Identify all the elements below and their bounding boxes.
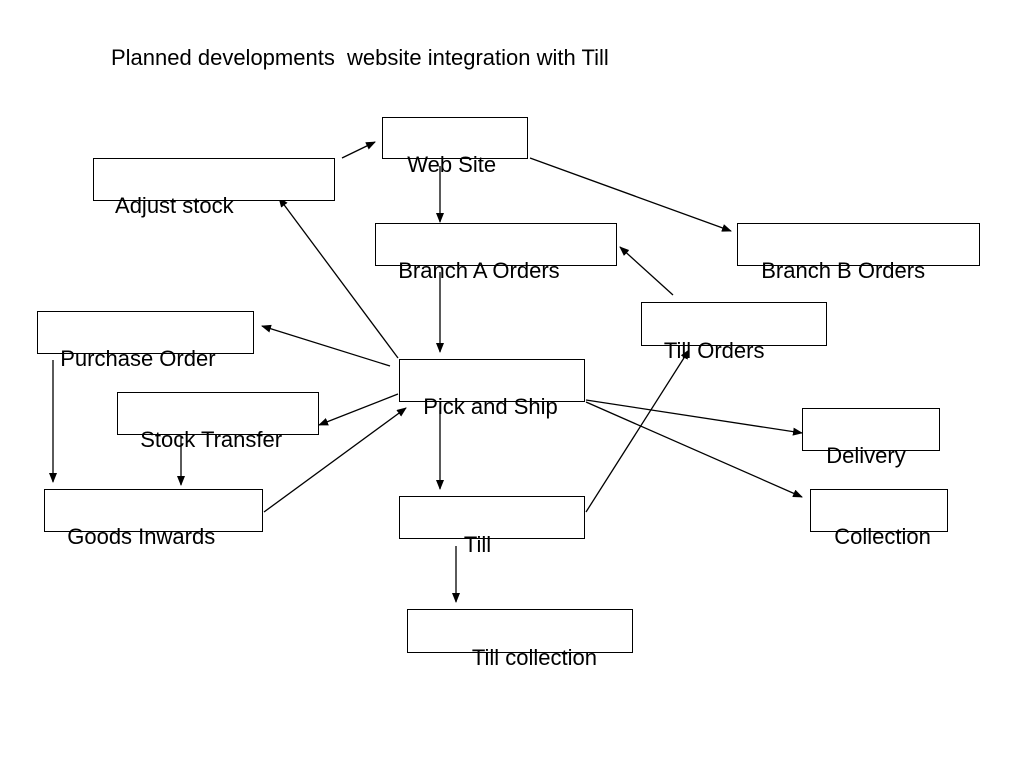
node-till-collection: Till collection — [407, 609, 633, 670]
node-stock-transfer: Stock Transfer — [117, 392, 319, 452]
node-till: Till — [399, 496, 585, 557]
node-delivery-label: Delivery — [826, 443, 906, 468]
node-till-label: Till — [463, 532, 492, 557]
node-till-collection-label: Till collection — [471, 645, 597, 670]
node-web-site: Web Site — [382, 117, 528, 177]
node-branch-b-orders: Branch B Orders — [737, 223, 980, 283]
arrow-pick-and-ship-to-stock-transfer — [318, 393, 399, 426]
arrow-web-site-to-branch-b-orders — [529, 157, 732, 232]
node-branch-b-orders-label: Branch B Orders — [761, 258, 926, 283]
node-till-orders: Till Orders — [641, 302, 827, 363]
node-branch-a-orders: Branch A Orders — [375, 223, 617, 283]
node-purchase-order-label: Purchase Order — [60, 346, 216, 371]
node-pick-and-ship: Pick and Ship — [399, 359, 585, 419]
node-till-orders-label: Till Orders — [663, 338, 765, 363]
node-branch-a-orders-label: Branch A Orders — [398, 258, 560, 283]
node-pick-and-ship-label: Pick and Ship — [423, 394, 558, 419]
node-stock-transfer-label: Stock Transfer — [140, 427, 283, 452]
arrow-till-to-till-orders — [585, 349, 690, 513]
arrow-pick-and-ship-to-purchase-order — [261, 324, 391, 367]
arrow-pick-and-ship-to-adjust-stock — [278, 197, 399, 359]
node-goods-inwards-label: Goods Inwards — [67, 524, 216, 549]
node-adjust-stock: Adjust stock — [93, 158, 335, 218]
node-purchase-order: Purchase Order — [37, 311, 254, 371]
node-goods-inwards: Goods Inwards — [44, 489, 263, 549]
arrow-adjust-stock-to-web-site — [341, 141, 376, 159]
diagram-title: Planned developments website integration… — [111, 45, 609, 70]
node-adjust-stock-label: Adjust stock — [115, 193, 234, 218]
arrow-till-orders-to-branch-a-orders — [619, 246, 674, 296]
arrow-goods-inwards-to-pick-and-ship — [263, 407, 407, 513]
arrow-pick-and-ship-to-delivery — [585, 399, 803, 436]
arrow-pick-and-ship-to-collection — [585, 401, 803, 498]
node-web-site-label: Web Site — [407, 152, 497, 177]
node-collection: Collection — [810, 489, 948, 549]
node-delivery: Delivery — [802, 408, 940, 468]
node-collection-label: Collection — [834, 524, 931, 549]
